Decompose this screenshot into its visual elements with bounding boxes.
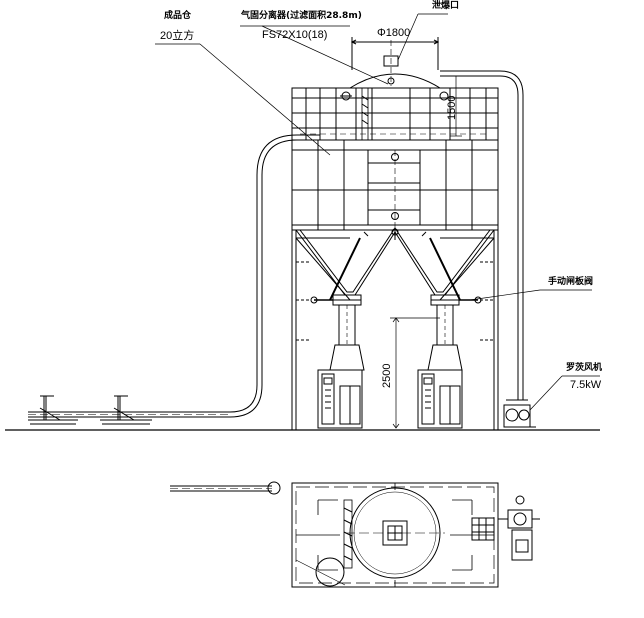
leader-lines	[155, 13, 600, 411]
elevation-view	[5, 13, 600, 431]
product-bin-label: 成品仓	[164, 11, 192, 21]
manual-gate-valve-label: 手动闸板阀	[548, 277, 594, 287]
plan-view	[170, 481, 540, 588]
roots-blower-label: 罗茨风机	[566, 363, 603, 373]
blower-power-label: 7.5kW	[570, 379, 602, 391]
conveying-pipe	[28, 134, 320, 418]
product-bin-body	[291, 139, 499, 235]
upper-platform	[291, 87, 499, 141]
twin-hoppers	[295, 227, 495, 301]
diameter-label: Φ1800	[377, 27, 411, 39]
blower-pipe	[440, 70, 524, 400]
explosion-vent-label: 泄爆口	[432, 1, 460, 11]
height-outlet-dimension: 2500	[381, 363, 393, 388]
separator-model-label: FS72X10(18)	[262, 29, 328, 41]
separator-label: 气固分离器(过滤面积28.8m)	[241, 11, 362, 21]
packing-machine-right	[417, 344, 463, 429]
plan-roots-blower	[498, 495, 540, 561]
gate-valve-right	[430, 294, 482, 346]
separator-dome	[349, 37, 441, 89]
roots-blower	[503, 399, 536, 428]
height-top-dimension: 1500	[446, 95, 458, 120]
product-bin-volume-label: 20立方	[160, 30, 195, 42]
packing-machine-left	[317, 344, 365, 429]
pipe-support-left	[28, 395, 78, 425]
dimension-lines	[390, 75, 462, 429]
gate-valve-left	[310, 294, 362, 346]
pipe-support-right	[100, 395, 152, 425]
